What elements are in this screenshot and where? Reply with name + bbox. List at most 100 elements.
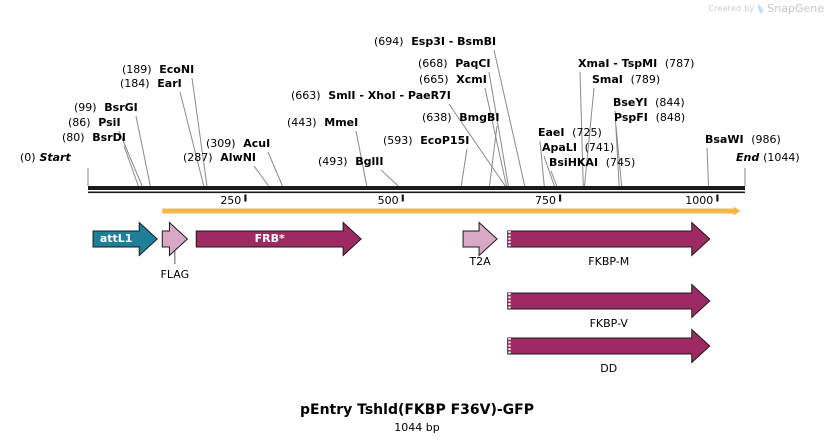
- enzyme-name: EarI: [157, 77, 182, 90]
- enzyme-position: (493): [318, 155, 348, 168]
- snapgene-watermark: Created by SnapGene: [708, 2, 824, 15]
- feature-arrow-fkbpv[interactable]: [507, 283, 711, 319]
- feature-ragged-edge: [508, 231, 511, 233]
- feature-label-fkbpm: FKBP-M: [588, 255, 630, 268]
- ruler-tick-label-750: 750: [534, 194, 556, 207]
- feature-arrow-t2a[interactable]: [462, 221, 498, 257]
- enzyme-leader-line: [123, 145, 139, 187]
- enzyme-position: (86): [68, 116, 91, 129]
- enzyme-label-ecop15i: (593) EcoP15I: [383, 135, 469, 147]
- enzyme-name: XcmI: [456, 73, 487, 86]
- ruler-tick-500: [401, 194, 404, 202]
- enzyme-position: (80): [62, 131, 85, 144]
- enzyme-leader-line: [489, 125, 498, 187]
- enzyme-name: EcoNI: [159, 63, 195, 76]
- enzyme-leader-line: [584, 87, 595, 187]
- feature-ragged-edge: [508, 348, 511, 350]
- enzyme-position: (663): [291, 89, 321, 102]
- enzyme-position: (287): [183, 151, 213, 164]
- enzyme-position: (986): [751, 133, 781, 146]
- enzyme-position: (665): [419, 73, 449, 86]
- enzyme-leader-line: [614, 110, 620, 187]
- enzyme-leader-line: [135, 115, 151, 187]
- enzyme-leader-line: [179, 91, 205, 187]
- feature-label-attl1: attL1: [99, 232, 133, 245]
- enzyme-label-bsihkai: BsiHKAI (745): [549, 157, 635, 169]
- enzyme-label-bsawi: BsaWI (986): [705, 134, 781, 146]
- enzyme-name: BglII: [355, 155, 384, 168]
- feature-arrow-dd[interactable]: [507, 328, 711, 364]
- enzyme-position: (184): [120, 77, 150, 90]
- enzyme-leader-line: [484, 87, 507, 187]
- enzyme-position: (745): [605, 156, 636, 169]
- enzyme-name: MmeI: [324, 116, 359, 129]
- enzyme-label-xcmi: (665) XcmI: [419, 74, 487, 86]
- enzyme-label-acui: (309) AcuI: [206, 138, 270, 150]
- enzyme-leader-line: [615, 125, 623, 187]
- enzyme-leader-line: [380, 169, 399, 187]
- ruler-tick-label-1000: 1000: [685, 194, 714, 207]
- ruler-tick-750: [558, 194, 562, 202]
- feature-ragged-edge: [508, 303, 511, 305]
- enzyme-position: (844): [655, 96, 685, 109]
- enzyme-leader-line: [706, 147, 709, 187]
- enzyme-position: (99): [74, 101, 97, 114]
- feature-arrows: [92, 221, 711, 364]
- feature-ragged-edge: [508, 237, 511, 240]
- feature-ragged-edge: [508, 338, 511, 340]
- enzyme-leader-line: [550, 170, 558, 187]
- enzyme-position: (725): [572, 126, 602, 139]
- feature-ragged-edge: [508, 299, 511, 302]
- feature-ragged-edge: [508, 344, 511, 347]
- enzyme-name: EaeI: [538, 126, 565, 139]
- sequence-ruler: [88, 186, 745, 202]
- enzyme-name: AlwNI: [220, 151, 257, 164]
- feature-arrow-frb[interactable]: [195, 221, 362, 257]
- enzyme-position: (787): [664, 57, 695, 70]
- enzyme-label-smai: SmaI (789): [592, 74, 660, 86]
- feature-ragged-edge: [508, 241, 511, 243]
- enzyme-position: (593): [383, 134, 413, 147]
- orf-arrowhead: [733, 206, 741, 216]
- enzyme-label-mmei: (443) MmeI: [287, 117, 358, 129]
- enzyme-name: BseYI: [613, 96, 648, 109]
- enzyme-name: SmaI: [592, 73, 623, 86]
- enzyme-label-eari: (184) EarI: [120, 78, 182, 90]
- enzyme-position: (789): [630, 73, 661, 86]
- enzyme-name: XmaI - TspMI: [578, 57, 658, 70]
- enzyme-name: BsrDI: [92, 131, 126, 144]
- enzyme-label-xmai: XmaI - TspMI (787): [578, 58, 694, 70]
- enzyme-label-bseyi: BseYI (844): [613, 97, 685, 109]
- enzyme-name: EcoP15I: [420, 134, 470, 147]
- enzyme-label-econi: (189) EcoNI: [122, 64, 194, 76]
- feature-label-fkbpv: FKBP-V: [589, 317, 628, 330]
- watermark-brand: SnapGene: [767, 2, 824, 15]
- enzyme-leader-line: [355, 130, 368, 187]
- feature-ragged-edge: [508, 244, 511, 247]
- feature-ragged-edge: [508, 351, 511, 354]
- enzyme-position: (309): [206, 137, 236, 150]
- feature-label-frb: FRB*: [254, 232, 285, 245]
- enzyme-name: PsiI: [98, 116, 121, 129]
- feature-arrow-fkbpm[interactable]: [507, 221, 711, 257]
- enzyme-position: (848): [655, 111, 686, 124]
- feature-arrow-attl1[interactable]: [92, 221, 158, 257]
- enzyme-name: SmlI - XhoI - PaeR7I: [328, 89, 451, 102]
- feature-label-flag: FLAG: [160, 268, 190, 281]
- watermark-created-by: Created by: [708, 4, 755, 13]
- ruler-bar: [88, 186, 745, 190]
- enzyme-name: BsrGI: [104, 101, 138, 114]
- feature-label-t2a: T2A: [469, 255, 491, 268]
- ruler-start-label: (0) Start: [20, 151, 71, 164]
- feature-arrow-flag[interactable]: [161, 221, 189, 257]
- enzyme-position: (694): [374, 35, 404, 48]
- enzyme-position: (189): [122, 63, 152, 76]
- enzyme-label-bmgbi: (638) BmgBI: [422, 112, 499, 124]
- feature-ragged-edge: [508, 234, 511, 237]
- enzyme-label-alwni: (287) AlwNI: [183, 152, 256, 164]
- ruler-end-label: End (1044): [736, 151, 800, 164]
- enzyme-leader-line: [253, 165, 270, 187]
- enzyme-label-smli: (663) SmlI - XhoI - PaeR7I: [291, 90, 451, 102]
- enzyme-leader-line: [448, 103, 506, 187]
